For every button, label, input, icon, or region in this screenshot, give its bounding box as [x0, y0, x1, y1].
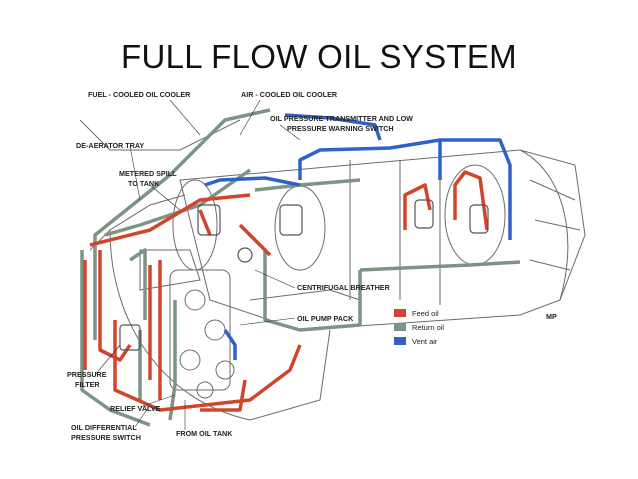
label-centrifugal-breather: CENTRIFUGAL BREATHER: [297, 283, 391, 292]
label-relief-valve: RELIEF VALVE: [110, 404, 161, 413]
label-leaders: [94, 99, 301, 430]
vent-air-lines: [204, 113, 512, 360]
legend-swatch-feed-oil: [394, 309, 406, 317]
label-oil-pressure-transmitter-line1: OIL PRESSURE TRANSMITTER AND LOW: [270, 114, 413, 123]
label-air-cooled-oil-cooler: AIR - COOLED OIL COOLER: [241, 90, 338, 99]
label-pressure-filter-line1: PRESSURE: [67, 370, 107, 379]
legend-label-feed-oil: Feed oil: [412, 309, 439, 318]
bearing-assemblies: [119, 199, 489, 351]
label-oil-pump-pack: OIL PUMP PACK: [297, 314, 354, 323]
label-oil-differential-line2: PRESSURE SWITCH: [71, 433, 141, 442]
return-oil-lines: [80, 108, 521, 427]
label-de-aerator-tray: DE-AERATOR TRAY: [76, 141, 144, 150]
legend-swatch-vent-air: [394, 337, 406, 345]
label-mp: MP: [546, 312, 557, 321]
label-metered-spill-line2: TO TANK: [128, 179, 160, 188]
page-title: FULL FLOW OIL SYSTEM: [121, 38, 517, 75]
feed-oil-lines: [83, 170, 489, 412]
label-metered-spill-line1: METERED SPILL: [119, 169, 177, 178]
label-pressure-filter-line2: FILTER: [75, 380, 100, 389]
label-fuel-cooled-oil-cooler: FUEL - COOLED OIL COOLER: [88, 90, 191, 99]
label-from-oil-tank: FROM OIL TANK: [176, 429, 233, 438]
legend-swatch-return-oil: [394, 323, 406, 331]
label-oil-pressure-transmitter-line2: PRESSURE WARNING SWITCH: [287, 124, 394, 133]
engine-outline: [79, 119, 586, 421]
legend-label-return-oil: Return oil: [412, 323, 444, 332]
legend: Feed oil Return oil Vent air: [394, 309, 444, 346]
label-oil-differential-line1: OIL DIFFERENTIAL: [71, 423, 137, 432]
legend-label-vent-air: Vent air: [412, 337, 438, 346]
